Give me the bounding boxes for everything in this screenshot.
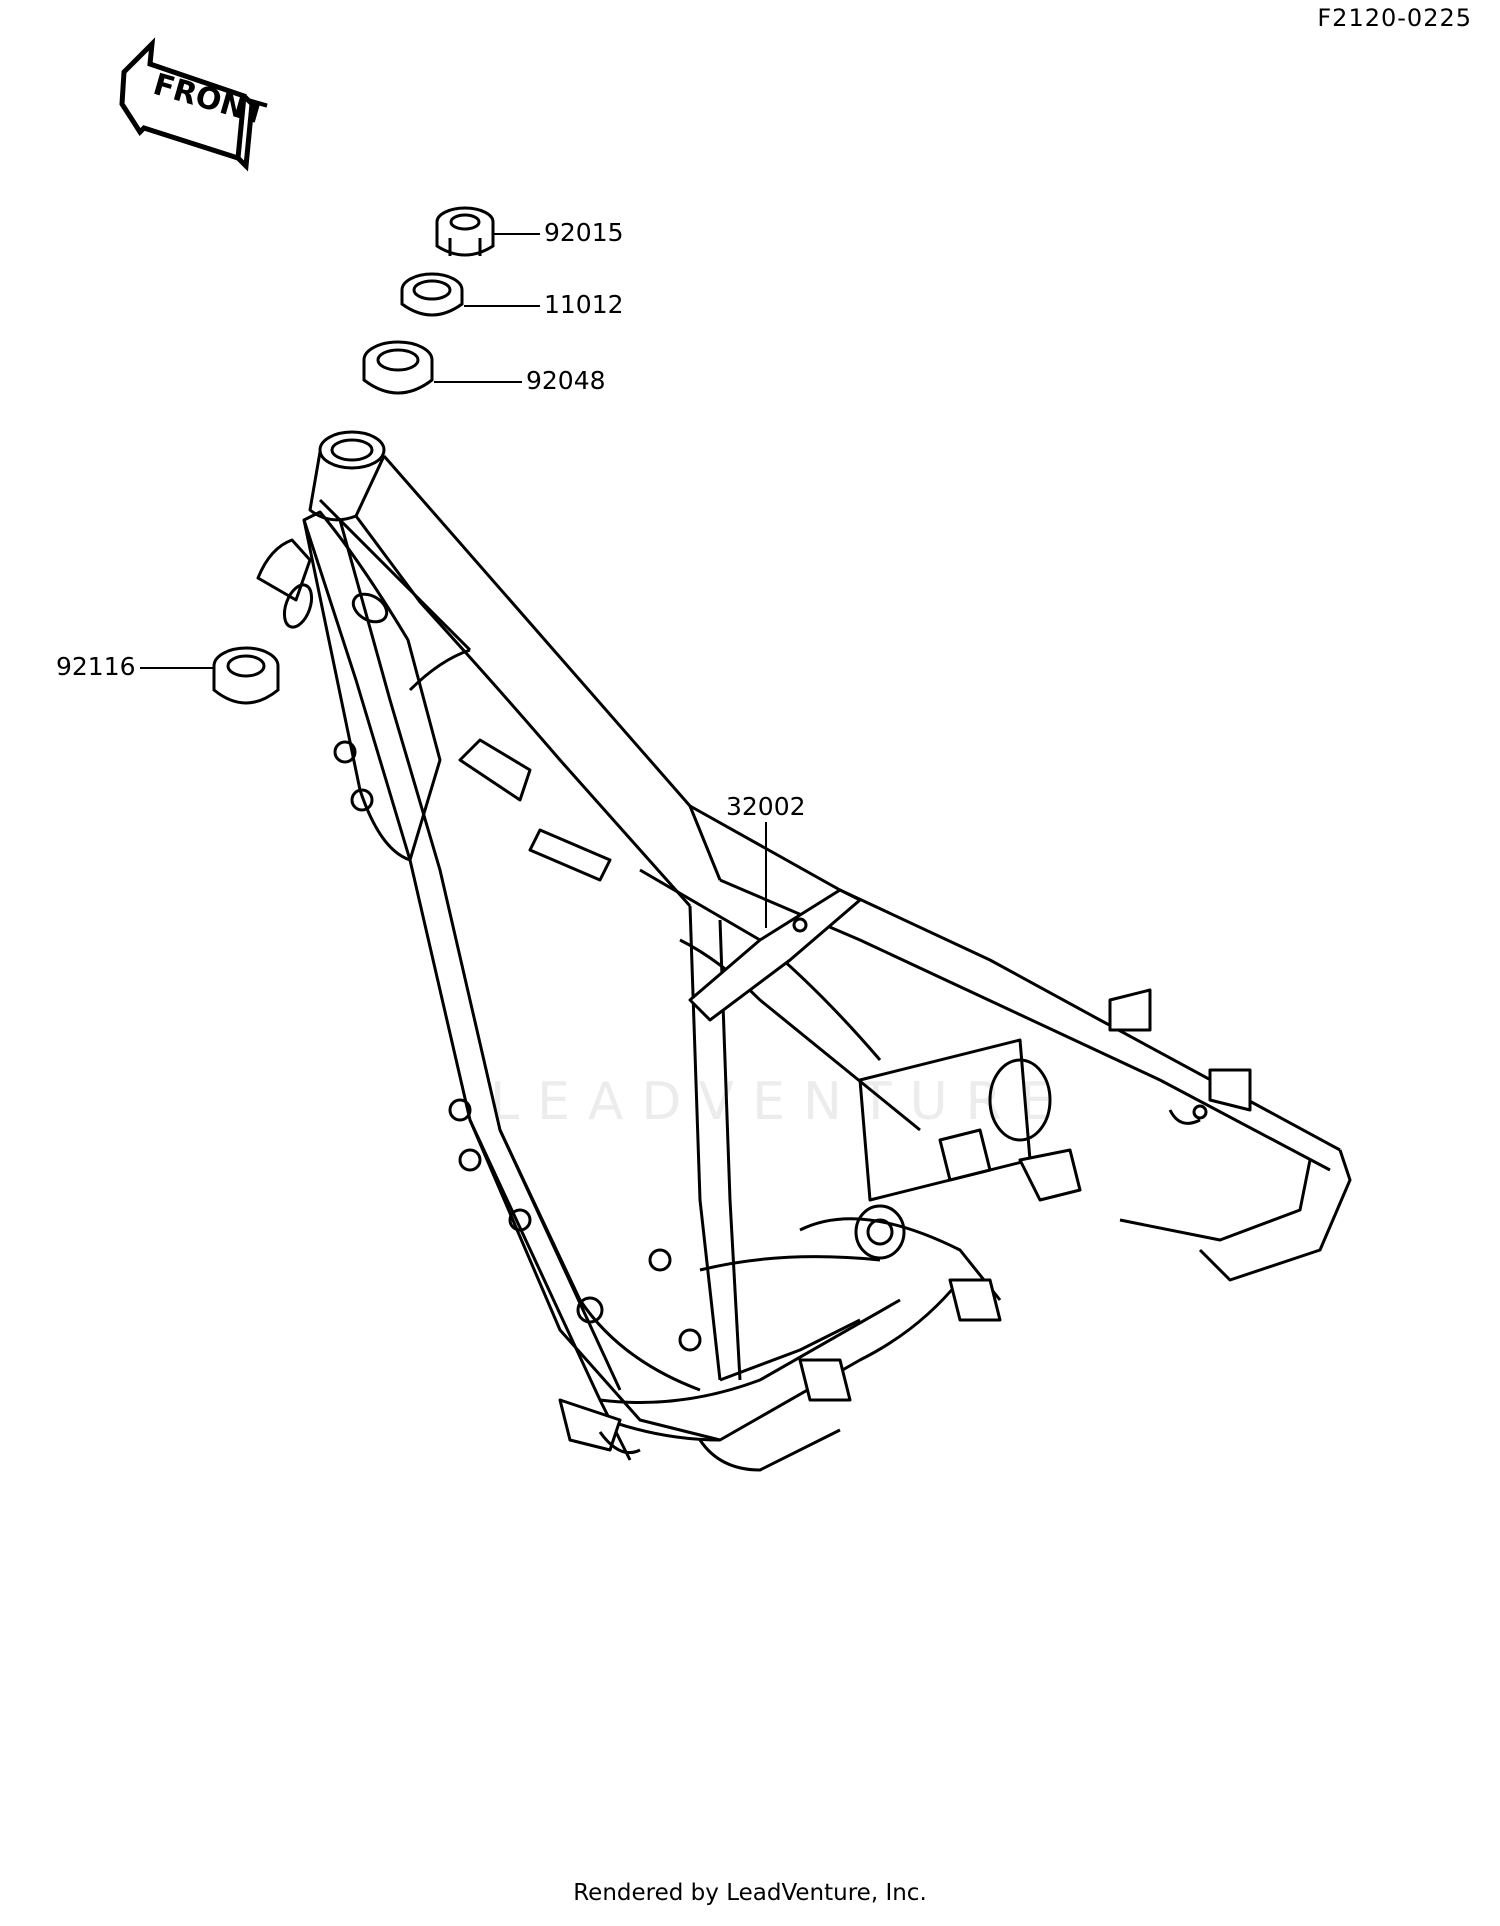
bearing-part (400, 272, 464, 317)
callout-label-92116: 92116 (56, 652, 136, 681)
front-arrow-icon: FRONT (119, 37, 270, 172)
callout-label-32002: 32002 (726, 792, 806, 821)
seal-part (362, 340, 434, 395)
pivot-seal-part (212, 646, 280, 705)
callout-label-92015: 92015 (544, 218, 624, 247)
callout-label-92048: 92048 (526, 366, 606, 395)
motorcycle-frame (256, 430, 1352, 1472)
watermark-text: LEADVENTURE (490, 1072, 1071, 1132)
stem-nut-part (435, 206, 495, 257)
diagram-reference-code: F2120-0225 (1317, 4, 1472, 32)
footer-credit: Rendered by LeadVenture, Inc. (573, 1880, 927, 1906)
callout-label-11012: 11012 (544, 290, 624, 319)
